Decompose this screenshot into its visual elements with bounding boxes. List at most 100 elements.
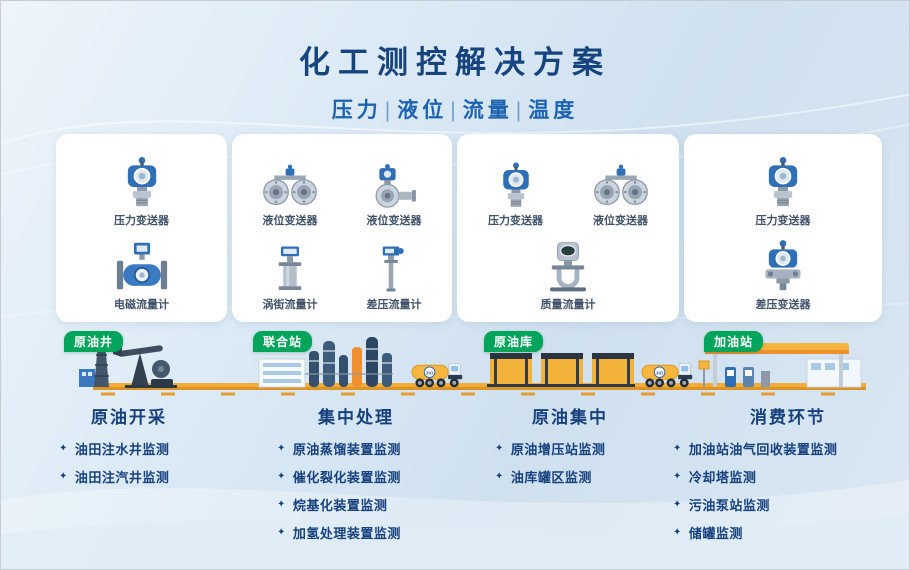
monitoring-label: 原油增压站监测 (510, 442, 606, 457)
diamond-bullet-icon: ✦ (673, 526, 682, 538)
monitoring-item: ✦ 油田注水井监测 (59, 439, 199, 458)
diamond-bullet-icon: ✦ (495, 442, 504, 454)
instrument-item: 压力变送器 (62, 144, 221, 228)
instrument-label: 液位变送器 (262, 215, 318, 227)
pressure-transmitter-icon (122, 155, 162, 209)
process-flow: 原油井 联合站 原油库 加油站 (1, 323, 909, 411)
service-temperature: 温度 (528, 99, 579, 122)
instrument-item: 压力变送器 (690, 144, 876, 228)
process-flow-illustration (79, 334, 866, 396)
pressure-transmitter-icon (498, 161, 534, 209)
separator-bar: | (515, 99, 526, 122)
vortex-flowmeter-icon (275, 245, 305, 293)
monitoring-list: ✦ 油田注水井监测 ✦ 油田注汽井监测 (59, 439, 199, 486)
instrument-item: 电磁流量计 (62, 228, 221, 312)
subtitle: 压力|液位|流量|温度 (1, 94, 909, 124)
monitoring-item: ✦ 油田注汽井监测 (59, 467, 199, 486)
monitoring-label: 储罐监测 (688, 526, 743, 541)
monitoring-label: 加氢处理装置监测 (292, 526, 401, 541)
oil-well-illustration (79, 343, 177, 388)
monitoring-label: 原油蒸馏装置监测 (292, 442, 401, 457)
instrument-panels: 压力变送器 电磁流量计 液位变送器 液位变送器 涡街流量计 差压流量 (56, 134, 882, 322)
instrument-item: 差压变送器 (690, 228, 876, 312)
separator-bar: | (384, 99, 395, 122)
diamond-bullet-icon: ✦ (277, 442, 286, 454)
header: 化工测控解决方案 压力|液位|流量|温度 (1, 37, 909, 124)
instrument-item: 液位变送器 (238, 144, 342, 228)
instrument-label: 压力变送器 (755, 215, 811, 227)
instrument-item: 涡街流量计 (238, 228, 342, 312)
panel-consumption-instruments: 压力变送器 差压变送器 (684, 134, 882, 322)
monitoring-item: ✦ 烷基化装置监测 (277, 495, 435, 514)
monitoring-label: 烷基化装置监测 (292, 498, 388, 513)
monitoring-list: ✦ 原油增压站监测 ✦ 油库罐区监测 (495, 439, 645, 486)
stage-column-consumption: 消费环节 ✦ 加油站油气回收装置监测 ✦ 冷却塔监测 ✦ 污油泵站监测 ✦ 储罐监测 (673, 403, 903, 551)
tank-truck-icon (411, 362, 463, 388)
separator-bar: | (450, 99, 460, 122)
monitoring-label: 催化裂化装置监测 (292, 470, 401, 485)
monitoring-item: ✦ 催化裂化装置监测 (277, 467, 435, 486)
instrument-label: 压力变送器 (114, 215, 169, 227)
level-transmitter-icon (368, 163, 420, 209)
instrument-label: 电磁流量计 (114, 299, 169, 311)
diamond-bullet-icon: ✦ (277, 498, 286, 510)
instrument-label: 压力变送器 (488, 215, 543, 227)
panel-extraction-instruments: 压力变送器 电磁流量计 (56, 134, 227, 322)
monitoring-item: ✦ 原油增压站监测 (495, 439, 645, 458)
pipeline (93, 383, 866, 396)
monitoring-label: 油库罐区监测 (510, 470, 592, 485)
diamond-bullet-icon: ✦ (673, 470, 682, 482)
monitoring-list: ✦ 原油蒸馏装置监测 ✦ 催化裂化装置监测 ✦ 烷基化装置监测 ✦ 加氢处理装置监测 (277, 439, 435, 542)
stage-title: 消费环节 (750, 408, 826, 427)
stage-column-extraction: 原油开采 ✦ 油田注水井监测 ✦ 油田注汽井监测 (59, 403, 199, 495)
stage-title: 原油集中 (532, 408, 608, 427)
processing-plant-illustration (258, 337, 393, 388)
instrument-item: 质量流量计 (463, 228, 673, 312)
diamond-bullet-icon: ✦ (59, 442, 68, 454)
monitoring-label: 油田注汽井监测 (74, 470, 170, 485)
stage-tag-joint-station: 联合站 (253, 331, 313, 352)
diamond-bullet-icon: ✦ (673, 442, 682, 454)
diamond-bullet-icon: ✦ (277, 526, 286, 538)
instrument-item: 压力变送器 (463, 144, 568, 228)
monitoring-item: ✦ 储罐监测 (673, 523, 903, 542)
monitoring-label: 油田注水井监测 (74, 442, 170, 457)
instrument-label: 差压流量计 (366, 299, 422, 311)
differential-pressure-flowmeter-icon (379, 245, 409, 293)
service-pressure: 压力 (331, 99, 382, 122)
stage-tag-oil-well: 原油井 (64, 331, 124, 352)
differential-pressure-transmitter-icon (763, 239, 803, 293)
stage-tag-oil-depot: 原油库 (484, 331, 544, 352)
mass-flowmeter-icon (545, 241, 591, 293)
stage-column-processing: 集中处理 ✦ 原油蒸馏装置监测 ✦ 催化裂化装置监测 ✦ 烷基化装置监测 ✦ 加氢处理装… (277, 403, 435, 551)
diamond-bullet-icon: ✦ (495, 470, 504, 482)
diamond-bullet-icon: ✦ (59, 470, 68, 482)
monitoring-label: 冷却塔监测 (688, 470, 757, 485)
instrument-item: 液位变送器 (342, 144, 446, 228)
level-transmitter-flanges-icon (593, 163, 649, 209)
stage-tag-gas-station: 加油站 (704, 331, 764, 352)
stage-title: 集中处理 (318, 408, 394, 427)
monitoring-item: ✦ 加氢处理装置监测 (277, 523, 435, 542)
instrument-label: 液位变送器 (593, 215, 648, 227)
monitoring-label: 污油泵站监测 (688, 498, 770, 513)
diamond-bullet-icon: ✦ (673, 498, 682, 510)
instrument-label: 差压变送器 (755, 299, 811, 311)
stage-title: 原油开采 (91, 408, 167, 427)
monitoring-label: 加油站油气回收装置监测 (688, 442, 838, 457)
instrument-label: 液位变送器 (366, 215, 422, 227)
tank-truck-icon (641, 362, 693, 388)
monitoring-item: ✦ 污油泵站监测 (673, 495, 903, 514)
pressure-transmitter-icon (763, 155, 803, 209)
diamond-bullet-icon: ✦ (277, 470, 286, 482)
instrument-item: 液位变送器 (568, 144, 673, 228)
page-title: 化工测控解决方案 (299, 45, 611, 80)
panel-storage-instruments: 压力变送器 液位变送器 质量流量计 (457, 134, 679, 322)
monitoring-item: ✦ 加油站油气回收装置监测 (673, 439, 903, 458)
level-transmitter-flanges-icon (262, 163, 318, 209)
instrument-item: 差压流量计 (342, 228, 446, 312)
service-level: 液位 (397, 99, 448, 122)
stage-details: 原油开采 ✦ 油田注水井监测 ✦ 油田注汽井监测 集中处理 ✦ 原油蒸馏装置监测 ✦ 催… (1, 403, 909, 563)
monitoring-item: ✦ 原油蒸馏装置监测 (277, 439, 435, 458)
